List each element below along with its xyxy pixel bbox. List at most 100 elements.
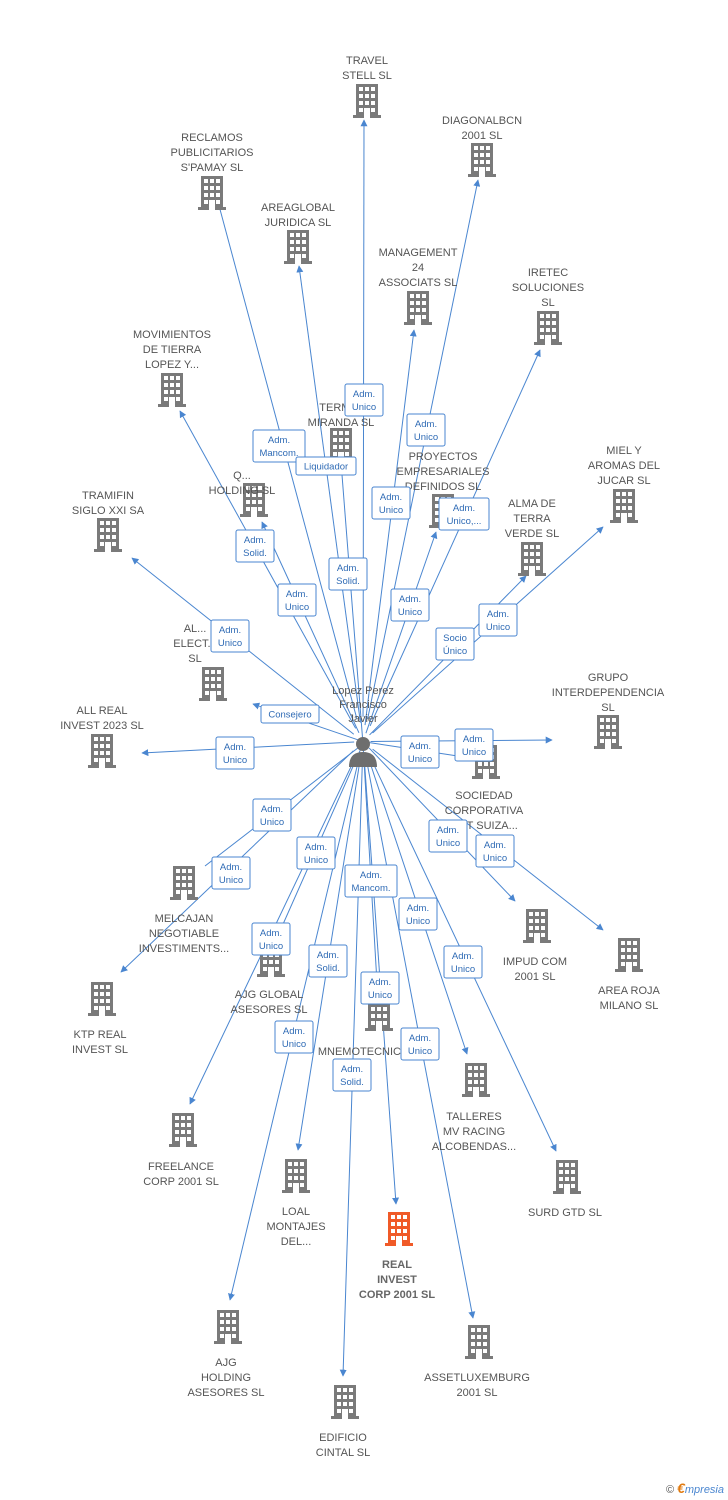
company-node-loal[interactable]: LOALMONTAJESDEL... [266, 1159, 326, 1248]
role-badge[interactable]: Adm.Unico [344, 383, 384, 417]
company-name-line: AL... [184, 623, 207, 635]
role-badge[interactable]: Adm.Unico [400, 1027, 440, 1061]
role-badge[interactable]: Adm.Unico [398, 897, 438, 931]
company-node-qholding[interactable]: Q...HOLDING SL [209, 470, 276, 517]
role-badge[interactable]: Adm.Solid. [328, 557, 368, 591]
role-badge[interactable]: Adm.Unico [252, 798, 292, 832]
company-name-line: SOLUCIONES [512, 282, 584, 294]
building-icon [518, 542, 546, 576]
badge-frame [400, 735, 440, 769]
role-badge[interactable]: Adm.Unico [443, 945, 483, 979]
role-badge[interactable]: Adm.Solid. [332, 1058, 372, 1092]
role-badge[interactable]: Consejero [260, 704, 320, 724]
company-name-line: CORPORATIVA [445, 805, 524, 817]
role-badge[interactable]: Adm.Unico [360, 971, 400, 1005]
company-name-line: CORP 2001 SL [359, 1289, 436, 1301]
company-node-electro[interactable]: AL...ELECT...SL [173, 623, 227, 701]
role-badge[interactable]: Adm.Solid. [235, 529, 275, 563]
building-icon [594, 715, 622, 749]
badge-frame [252, 429, 306, 463]
role-badge[interactable]: Adm.Unico [454, 728, 494, 762]
company-node-mnemotecnica[interactable]: MNEMOTECNIC... [318, 997, 410, 1058]
building-icon [282, 1159, 310, 1193]
role-badge[interactable]: Adm.Unico [428, 819, 468, 853]
badge-frame [390, 588, 430, 622]
badge-label: Adm. [399, 594, 421, 605]
role-badge[interactable]: Adm.Unico [371, 486, 411, 520]
building-icon [284, 230, 312, 264]
role-badge[interactable]: Adm.Mancom. [252, 429, 306, 463]
badge-frame [215, 736, 255, 770]
role-badge[interactable]: Adm.Unico [251, 922, 291, 956]
badge-label: Adm. [260, 928, 282, 939]
badge-label: Adm. [487, 609, 509, 620]
role-badge[interactable]: Adm.Unico [274, 1020, 314, 1054]
role-badge[interactable]: Adm.Mancom. [344, 864, 398, 898]
company-name-line: DIAGONALBCN [442, 115, 522, 127]
badge-frame [251, 922, 291, 956]
badge-label: Adm. [353, 389, 375, 400]
role-badge[interactable]: Adm.Unico [211, 856, 251, 890]
badge-label: Unico [408, 754, 432, 765]
role-badge[interactable]: Adm.Unico [406, 413, 446, 447]
badge-frame [454, 728, 494, 762]
company-name-line: SIGLO XXI SA [72, 505, 145, 517]
role-badge[interactable]: Adm.Unico,... [438, 497, 490, 531]
company-name-line: IRETEC [528, 267, 568, 279]
role-badge[interactable]: Adm. Unico [210, 619, 250, 653]
role-badge[interactable]: Adm.Unico [478, 603, 518, 637]
edge-diagonalbcn [367, 179, 481, 720]
badge-frame [406, 413, 446, 447]
company-name-line: LOAL [282, 1206, 310, 1218]
badge-label: Unico [483, 853, 507, 864]
role-badge[interactable]: Adm.Solid. [308, 944, 348, 978]
role-badge[interactable]: Adm.Unico [475, 834, 515, 868]
badge-label: Unico [414, 432, 438, 443]
company-name-line: INTERDEPENDENCIA [552, 687, 665, 699]
badge-label: Adm. [437, 825, 459, 836]
role-badge[interactable]: Adm.Unico [277, 583, 317, 617]
badge-frame [400, 1027, 440, 1061]
company-name-line: MV RACING [443, 1126, 505, 1138]
company-name-line: CORP 2001 SL [143, 1176, 219, 1188]
badge-frame [308, 944, 348, 978]
role-badge[interactable]: Liquidador [295, 456, 357, 476]
company-name-line: REAL [382, 1259, 412, 1271]
role-badge[interactable]: Adm.Unico [296, 836, 336, 870]
badge-label: Adm. [219, 625, 241, 636]
company-node-surd[interactable]: SURD GTD SL [528, 1160, 602, 1219]
badge-label: Único [443, 646, 467, 657]
badge-label: Unico [406, 916, 430, 927]
role-badge[interactable]: Adm.Unico [215, 736, 255, 770]
role-badge[interactable]: Adm.Unico [400, 735, 440, 769]
company-node-melcajan[interactable]: MELCAJANNEGOTIABLEINVESTIMENTS... [139, 866, 229, 955]
role-badge[interactable]: Adm.Unico [390, 588, 430, 622]
badge-label: Unico [218, 638, 242, 649]
